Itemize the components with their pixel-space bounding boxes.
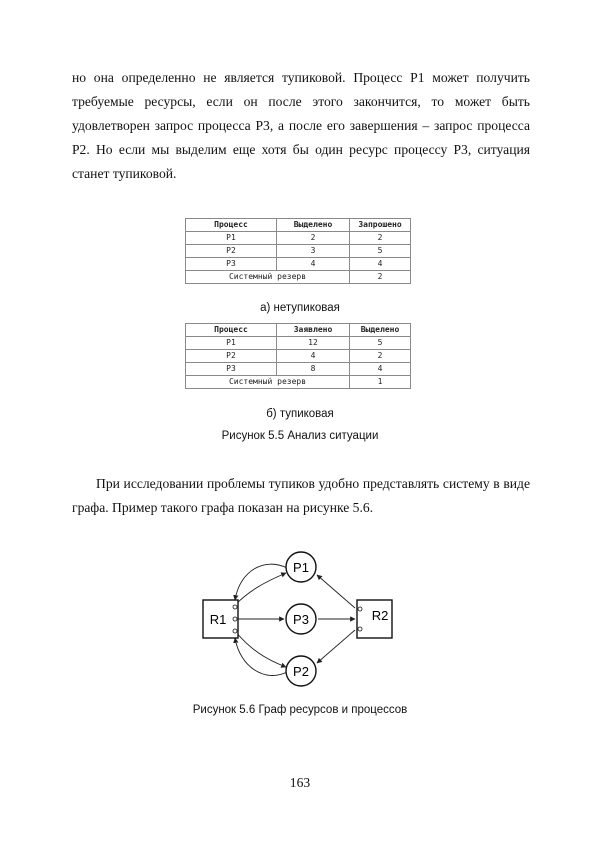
table-row: P3 4 4	[185, 257, 411, 271]
system-reserve-value: 2	[349, 270, 411, 284]
table-cell: 2	[349, 231, 411, 245]
process-p1-label: P1	[293, 560, 309, 575]
resource-r1: R1	[202, 599, 239, 639]
table-row: P2 4 2	[185, 349, 411, 363]
system-reserve-label: Системный резерв	[185, 375, 350, 389]
table-cell: 5	[349, 244, 411, 258]
table-cell: P1	[185, 336, 277, 350]
table-header-cell: Заявлено	[276, 323, 350, 337]
table-cell: P2	[185, 349, 277, 363]
caption-deadlock: б) тупиковая	[266, 408, 334, 420]
paragraph-graph-intro: При исследовании проблемы тупиков удобно…	[72, 476, 530, 515]
table-header-cell: Запрошено	[349, 218, 411, 232]
table-cell: 4	[276, 349, 350, 363]
edge-r2-to-p2	[316, 629, 356, 664]
table-row: P1 2 2	[185, 231, 411, 245]
table-header-row: Процесс Заявлено Выделено	[185, 323, 411, 337]
process-p2: P2	[285, 655, 317, 687]
resource-unit-marker	[357, 606, 363, 612]
process-p3-label: P3	[293, 612, 309, 627]
table-cell: 3	[276, 244, 350, 258]
table-cell: 5	[349, 336, 411, 350]
resource-process-graph: R1 R2 P1 P3 P2	[202, 551, 393, 687]
system-reserve-value: 1	[349, 375, 411, 389]
resource-r2-label: R2	[372, 608, 389, 623]
page-number: 163	[289, 775, 311, 790]
table-cell: P2	[185, 244, 277, 258]
process-p2-label: P2	[293, 664, 309, 679]
table-header-cell: Выделено	[276, 218, 350, 232]
paragraph-deadlock-analysis: но она определенно не является тупиковой…	[72, 70, 530, 181]
table-header-cell: Процесс	[185, 218, 277, 232]
table-header-row: Процесс Выделено Запрошено	[185, 218, 411, 232]
resource-unit-marker	[232, 628, 238, 634]
caption-non-deadlock: а) нетупиковая	[260, 302, 340, 314]
table-cell: 12	[276, 336, 350, 350]
edge-p1-to-r1	[233, 563, 288, 601]
table-cell: P3	[185, 257, 277, 271]
edge-r2-to-p1	[316, 574, 356, 609]
table-cell: 4	[349, 257, 411, 271]
table-row: P2 3 5	[185, 244, 411, 258]
edge-r1-to-p2	[234, 630, 287, 668]
table-cell: 8	[276, 362, 350, 376]
table-cell: 4	[349, 362, 411, 376]
table-header-cell: Процесс	[185, 323, 277, 337]
figure-5-6-caption: Рисунок 5.6 Граф ресурсов и процессов	[192, 704, 408, 716]
table-row: P1 12 5	[185, 336, 411, 350]
resource-unit-marker	[232, 604, 238, 610]
graph-edges	[233, 563, 356, 676]
table-cell: 2	[349, 349, 411, 363]
table-cell: P3	[185, 362, 277, 376]
table-row: P3 8 4	[185, 362, 411, 376]
table-footer-row: Системный резерв 2	[185, 270, 411, 284]
edge-r1-to-p1	[234, 572, 287, 606]
figure-5-5-caption: Рисунок 5.5 Анализ ситуации	[221, 430, 379, 442]
resource-r1-label: R1	[210, 612, 227, 627]
table-non-deadlock: Процесс Выделено Запрошено P1 2 2 P2 3 5…	[185, 218, 411, 284]
table-cell: P1	[185, 231, 277, 245]
table-footer-row: Системный резерв 1	[185, 375, 411, 389]
table-cell: 2	[276, 231, 350, 245]
resource-unit-marker	[357, 626, 363, 632]
process-p1: P1	[285, 551, 317, 583]
resource-unit-marker	[232, 616, 238, 622]
process-p3: P3	[285, 603, 317, 635]
table-header-cell: Выделено	[349, 323, 411, 337]
table-cell: 4	[276, 257, 350, 271]
table-deadlock: Процесс Заявлено Выделено P1 12 5 P2 4 2…	[185, 323, 411, 389]
resource-r2: R2	[356, 599, 393, 639]
edge-p2-to-r1	[233, 637, 288, 676]
system-reserve-label: Системный резерв	[185, 270, 350, 284]
